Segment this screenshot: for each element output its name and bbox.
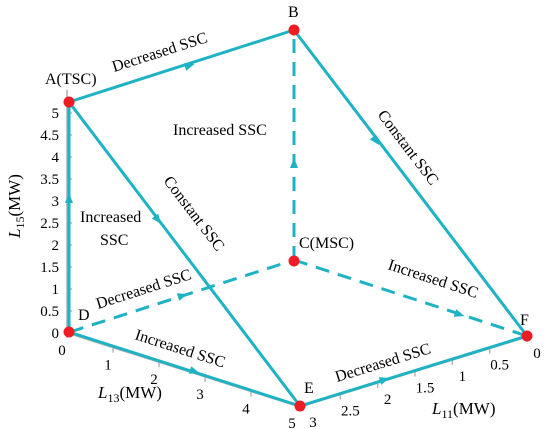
point-a	[63, 96, 75, 108]
label-point-d: D	[78, 307, 90, 324]
right-depth-tick-label: 1	[459, 369, 467, 385]
point-e	[294, 400, 306, 412]
right-depth-tick-label: 1.5	[416, 381, 435, 397]
right-depth-axis-title: L11(MW)	[431, 399, 496, 421]
edge-b-f	[292, 29, 529, 337]
vertical-tick-label: 2.5	[40, 216, 59, 232]
left-depth-tick-label: 2	[150, 372, 158, 388]
label-point-f: F	[520, 312, 529, 329]
point-f	[521, 330, 533, 342]
vertical-tick-label: 0.5	[40, 304, 59, 320]
vertical-tick-label: 1.5	[40, 260, 59, 276]
edge-a-b	[68, 28, 295, 104]
right-depth-tick-label: 0.5	[490, 358, 509, 374]
vertical-tick-label: 0	[52, 326, 60, 342]
right-depth-axis-title-unit: (MW)	[453, 399, 495, 418]
label-edge-d-c: Decreased SSC	[94, 266, 194, 312]
vertical-tick-label: 2	[52, 238, 60, 254]
label-edge-d-a-line2: SSC	[100, 232, 128, 249]
vertical-tick-label: 1	[52, 282, 60, 298]
solid-edges	[67, 28, 529, 408]
left-depth-tick-label: 5	[288, 416, 296, 429]
label-point-a: A(TSC)	[45, 71, 97, 88]
arrow-d-c	[176, 293, 188, 301]
left-depth-axis-title-sub: 13	[107, 391, 119, 405]
edge-e-f	[299, 334, 528, 408]
vertical-axis-title: L15(MW)	[5, 174, 27, 239]
point-labels: A(TSC) B C(MSC) D E F	[45, 4, 529, 397]
arrowheads	[65, 63, 465, 385]
label-edge-d-e: Increased SSC	[133, 327, 227, 372]
label-point-e: E	[304, 380, 314, 397]
vertical-tick-label: 3	[52, 194, 60, 210]
edge-labels: Decreased SSC Constant SSC Increased SSC…	[80, 29, 480, 385]
edge-c-f	[293, 258, 528, 338]
point-b	[288, 24, 300, 36]
right-depth-tick-label: 3	[309, 415, 317, 429]
right-depth-axis-title-main: L	[431, 399, 441, 418]
points	[63, 24, 533, 412]
vertical-axis-title-main: L	[5, 229, 24, 239]
left-depth-tick-label: 0	[58, 343, 66, 359]
vertical-axis-title-unit: (MW)	[5, 174, 24, 216]
right-depth-axis-ticks: 0 0.5 1 1.5 2 2.5 3	[302, 337, 541, 429]
arrow-c-b	[290, 158, 298, 168]
vertical-tick-label: 4.5	[40, 128, 59, 144]
arrow-a-b	[183, 63, 195, 71]
point-d	[63, 326, 75, 338]
arrow-d-a	[65, 193, 73, 203]
point-c	[288, 255, 300, 267]
label-point-c: C(MSC)	[299, 235, 354, 252]
vertical-tick-label: 4	[52, 150, 60, 166]
right-depth-tick-label: 0	[533, 346, 541, 362]
arrow-a-e	[151, 213, 162, 224]
axis-frame	[66, 90, 528, 408]
arrow-c-f	[453, 309, 465, 317]
label-edge-a-e: Constant SSC	[160, 173, 228, 254]
edge-d-e	[68, 330, 301, 408]
left-depth-axis-title-unit: (MW)	[119, 383, 161, 402]
arrow-b-f	[369, 134, 380, 145]
label-edge-c-f: Increased SSC	[386, 257, 480, 302]
left-depth-tick-label: 3	[196, 387, 204, 403]
arrow-d-e	[188, 366, 200, 374]
label-point-b: B	[288, 4, 299, 21]
axis-titles: L15(MW) L13(MW) L11(MW)	[5, 174, 496, 421]
right-depth-tick-label: 2	[384, 392, 392, 408]
left-depth-tick-label: 1	[104, 358, 112, 374]
vertical-axis-title-sub: 15	[13, 217, 27, 229]
right-depth-axis-title-sub: 11	[441, 407, 453, 421]
left-depth-tick-label: 4	[242, 401, 250, 417]
label-edge-a-b: Decreased SSC	[110, 29, 210, 75]
left-depth-axis-title: L13(MW)	[97, 383, 162, 405]
label-edge-c-b: Increased SSC	[173, 122, 267, 139]
vertical-tick-label: 3.5	[40, 172, 59, 188]
vertical-tick-label: 5	[52, 106, 60, 122]
arrow-e-f	[378, 377, 390, 385]
edge-a-e	[67, 101, 302, 407]
left-depth-axis-title-main: L	[97, 383, 107, 402]
right-depth-tick-label: 2.5	[341, 404, 360, 420]
label-edge-d-a-line1: Increased	[80, 209, 141, 226]
